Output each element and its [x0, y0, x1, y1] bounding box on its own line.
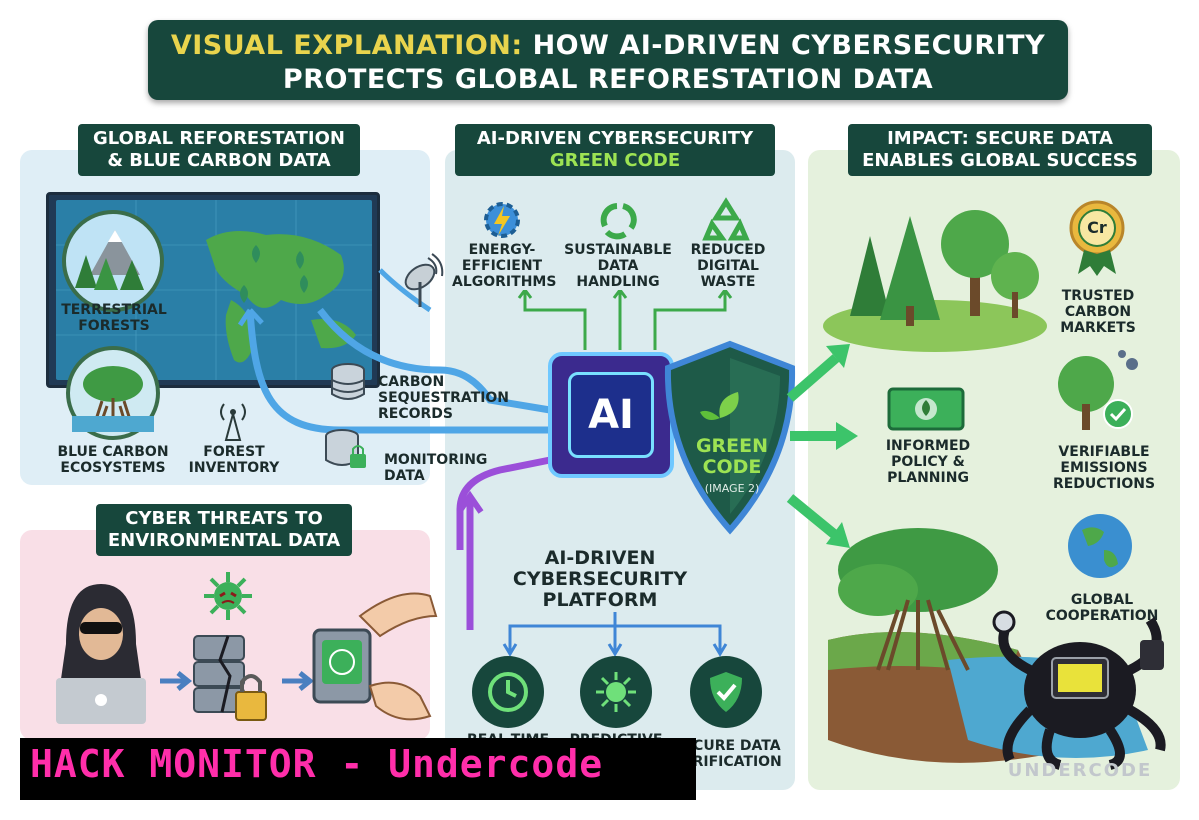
verifiable-emissions-label: VERIFIABLE EMISSIONS REDUCTIONS [1052, 444, 1156, 492]
octopus-hacker-icon [992, 610, 1166, 770]
recycle-icon [600, 203, 637, 240]
impact-arrows [786, 344, 858, 548]
title-line-2: PROTECTS GLOBAL REFORESTATION DATA [282, 64, 934, 95]
purple-flow-line [456, 490, 484, 630]
energy-efficient-label: ENERGY- EFFICIENT ALGORITHMS [452, 242, 557, 290]
trusted-markets-label: TRUSTED CARBON MARKETS [1060, 288, 1136, 336]
platform-label: AI-DRIVEN CYBERSECURITY PLATFORM [512, 547, 688, 611]
impact-header: IMPACT: SECURE DATA ENABLES GLOBAL SUCCE… [848, 124, 1152, 176]
title-banner: VISUAL EXPLANATION: HOW AI-DRIVEN CYBERS… [148, 20, 1068, 100]
antenna-icon [220, 403, 246, 441]
mangrove-icon [72, 366, 154, 432]
title-rest: HOW AI-DRIVEN CYBERSECURITY [522, 30, 1046, 61]
threat-arrow-2 [282, 671, 315, 691]
energy-gear-icon [484, 202, 520, 238]
broken-server-icon [193, 635, 267, 721]
shield-label: GREEN CODE [695, 435, 769, 478]
satellite-dish-icon [404, 253, 444, 307]
forest-inventory-label: FOREST INVENTORY [188, 444, 280, 476]
clock-icon [488, 672, 528, 712]
informed-policy-label: INFORMED POLICY & PLANNING [885, 438, 971, 486]
reduced-waste-label: REDUCED DIGITAL WASTE [690, 242, 766, 290]
reforestation-header: GLOBAL REFORESTATION & BLUE CARBON DATA [78, 124, 360, 176]
threat-arrow-1 [160, 671, 193, 691]
undercode-watermark: UNDERCODE [1007, 760, 1153, 781]
carbon-credit-label: Cr [1087, 218, 1107, 237]
impact-header-line1: IMPACT: SECURE DATA [887, 128, 1113, 149]
green-code-shield-icon [664, 340, 796, 535]
title-highlight: VISUAL EXPLANATION: [170, 30, 523, 61]
locked-database-icon [325, 429, 366, 468]
terrestrial-forests-label: TERRESTRIAL FORESTS [61, 302, 167, 334]
shield-check-icon [710, 672, 742, 712]
reforestation-header-line2: & BLUE CARBON DATA [107, 150, 331, 171]
title-line-1: VISUAL EXPLANATION: HOW AI-DRIVEN CYBERS… [148, 30, 1068, 61]
hack-monitor-text: HACK MONITOR - Undercode [30, 742, 604, 786]
hand-scanner-icon [312, 592, 438, 721]
threats-header-line1: CYBER THREATS TO [125, 508, 323, 529]
threats-header-line2: ENVIRONMENTAL DATA [107, 530, 341, 551]
monitoring-data-label: MONITORING DATA [384, 452, 488, 484]
shield-sub-label: (IMAGE 2) [704, 482, 760, 495]
globe-icon [1068, 514, 1132, 578]
mountain-trees-icon [75, 230, 144, 290]
ai-chip-core: AI [568, 372, 654, 458]
chip-connectors [517, 290, 733, 350]
recycle-bin-icon [702, 197, 750, 241]
threats-header: CYBER THREATS TO ENVIRONMENTAL DATA [96, 504, 352, 556]
forest-illustration [823, 210, 1047, 352]
verified-tree-icon [1058, 350, 1138, 430]
virus-icon [204, 572, 252, 620]
hooded-hacker-icon [56, 584, 146, 724]
hack-monitor-banner [20, 738, 696, 800]
platform-branches [502, 612, 728, 657]
green-code-header: AI-DRIVEN CYBERSECURITY GREEN CODE [455, 124, 775, 176]
policy-document-icon [887, 387, 965, 431]
green-code-header-line2: GREEN CODE [549, 150, 681, 171]
impact-header-line2: ENABLES GLOBAL SUCCESS [862, 150, 1138, 171]
carbon-records-label: CARBON SEQUESTRATION RECORDS [378, 374, 510, 422]
sustainable-data-label: SUSTAINABLE DATA HANDLING [564, 242, 672, 290]
predictive-virus-icon [596, 672, 636, 712]
blue-carbon-label: BLUE CARBON ECOSYSTEMS [57, 444, 169, 476]
database-icon [331, 363, 365, 400]
map-pin-icons [240, 245, 308, 303]
green-code-header-line1: AI-DRIVEN CYBERSECURITY [476, 128, 754, 149]
carbon-credit-badge-icon [1069, 200, 1125, 276]
global-cooperation-label: GLOBAL COOPERATION [1045, 592, 1159, 624]
reforestation-header-line1: GLOBAL REFORESTATION [93, 128, 345, 149]
